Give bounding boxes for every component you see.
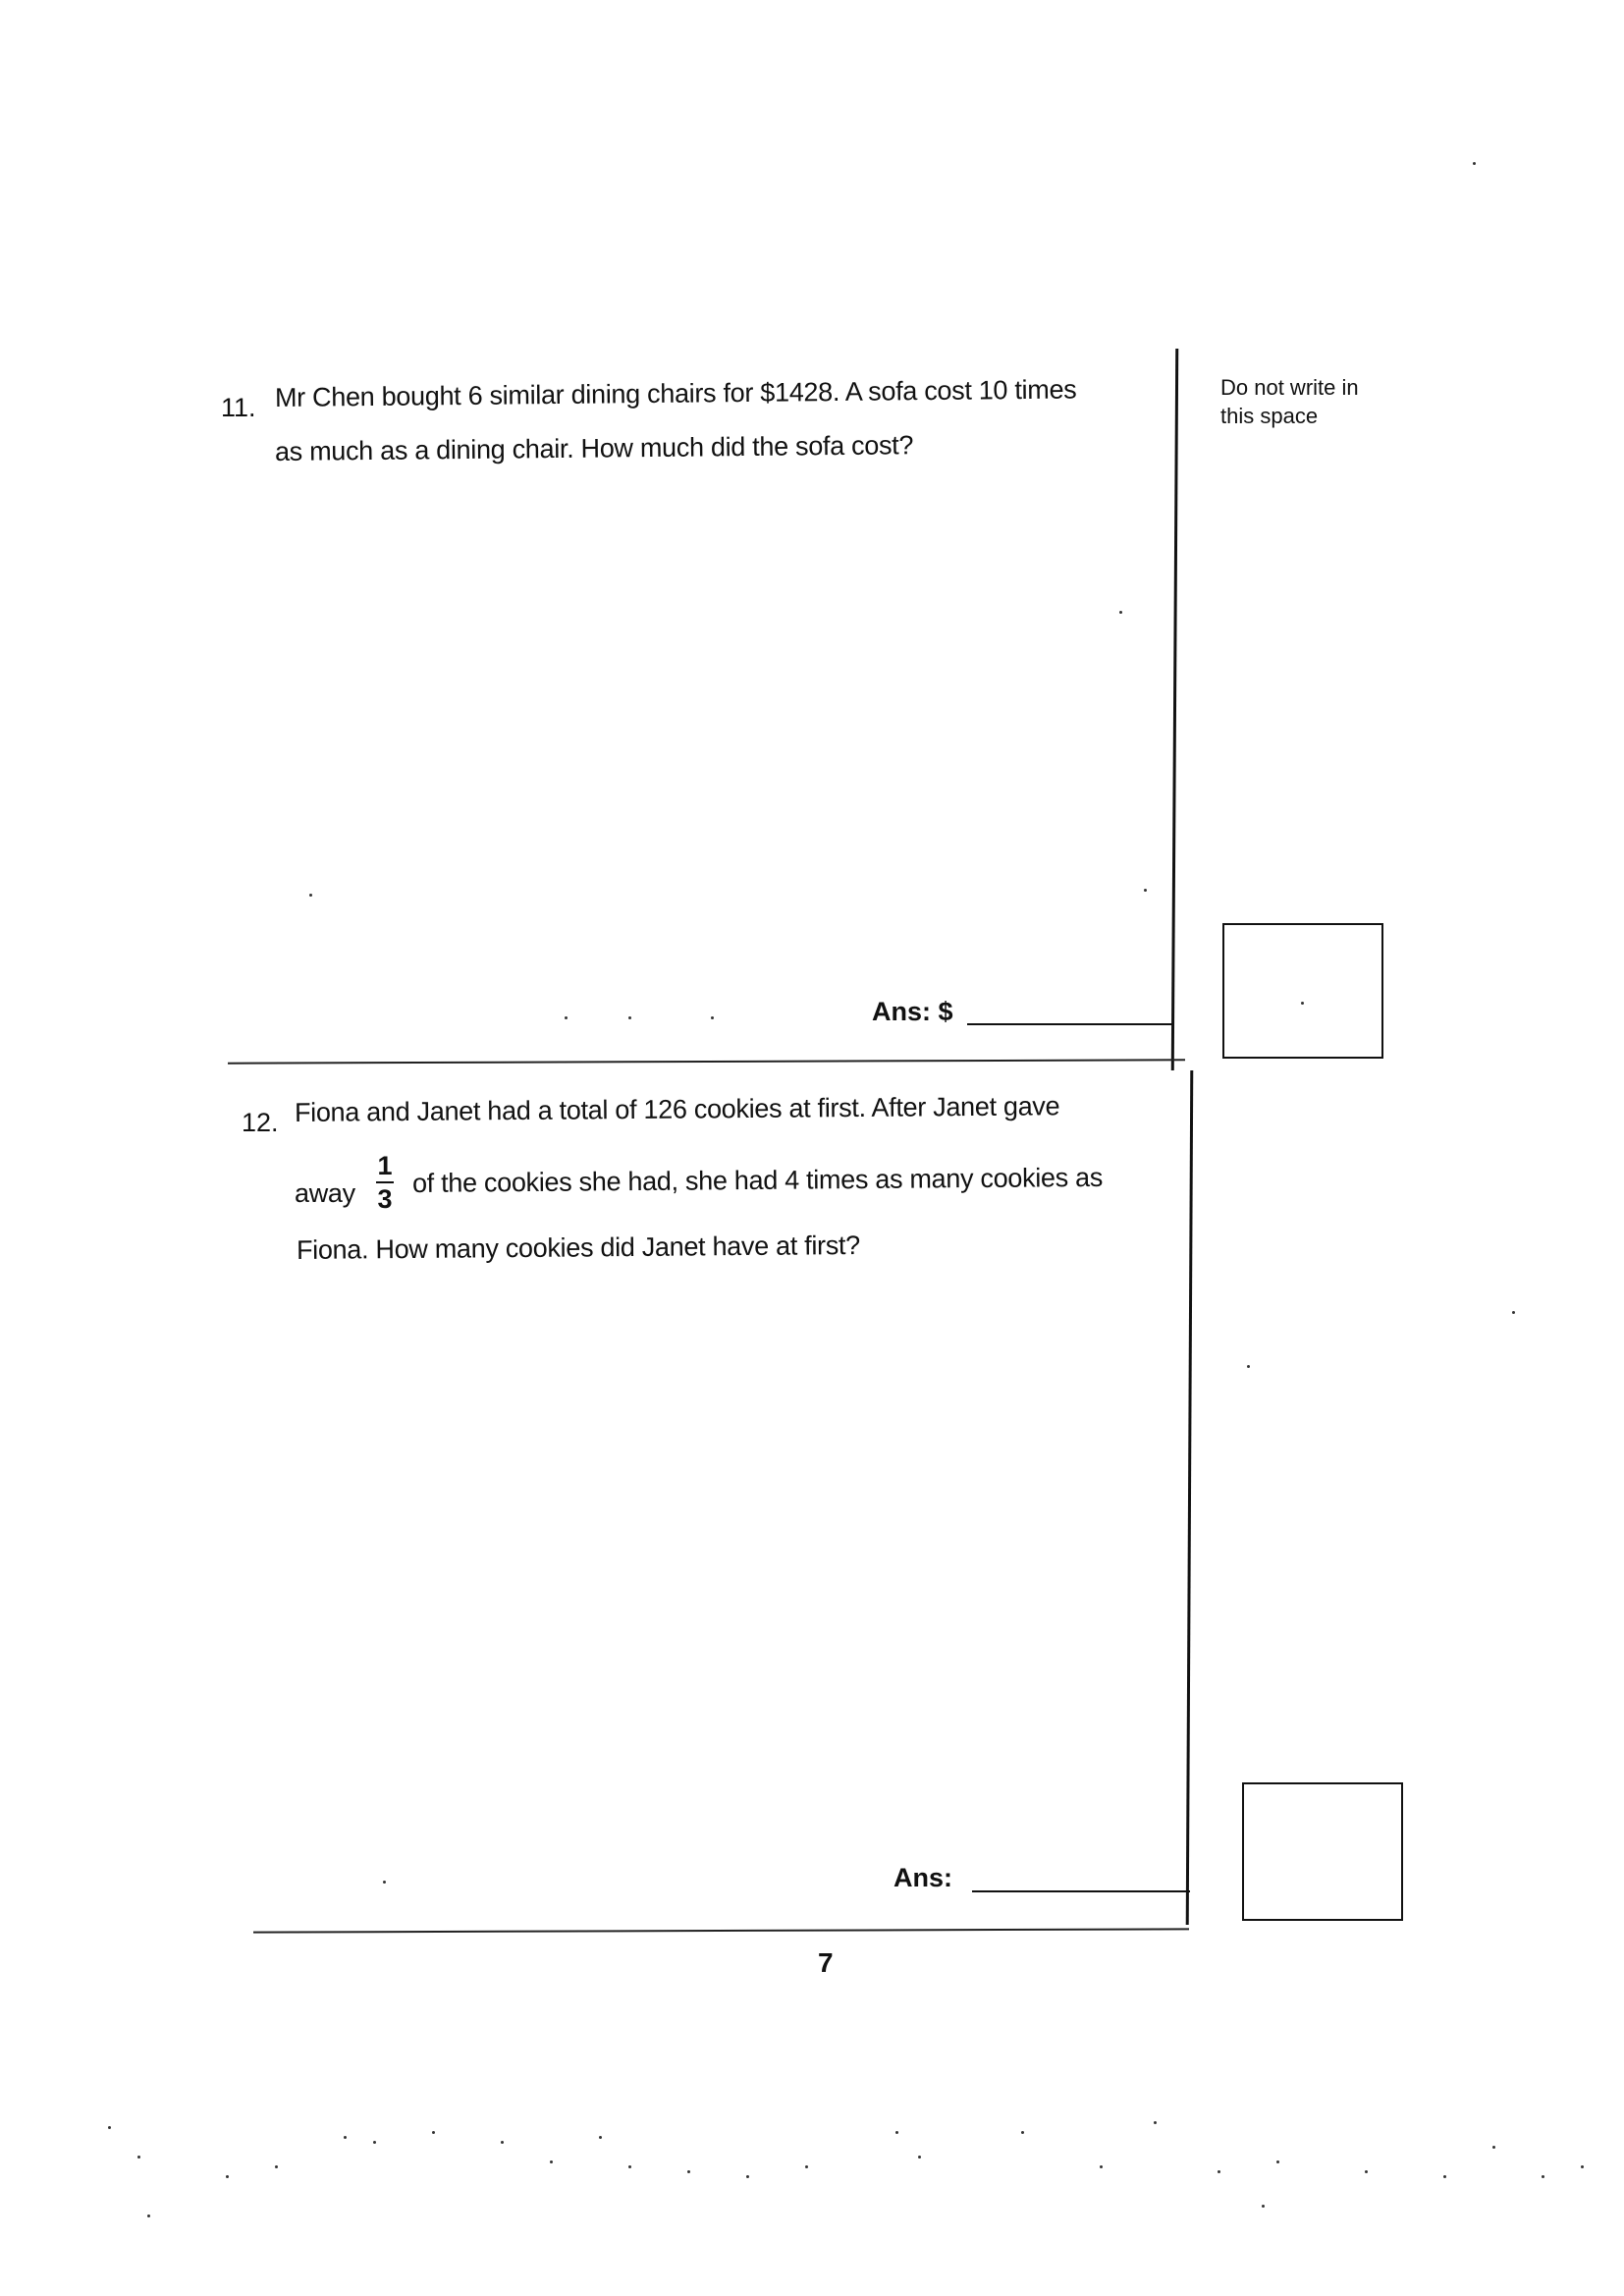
scan-speck bbox=[1144, 889, 1147, 892]
scan-speck bbox=[147, 2214, 150, 2217]
scan-speck bbox=[746, 2175, 749, 2178]
scan-speck bbox=[373, 2141, 376, 2144]
question-11-text-line2: as much as a dining chair. How much did … bbox=[274, 430, 914, 466]
question-11-number: 11. bbox=[221, 393, 256, 422]
fraction-bar bbox=[376, 1181, 394, 1183]
scan-speck bbox=[565, 1016, 568, 1019]
scan-speck bbox=[275, 2165, 278, 2168]
question-12-mark-box[interactable] bbox=[1242, 1782, 1403, 1921]
question-12-text-line2: of the cookies she had, she had 4 times … bbox=[411, 1162, 1104, 1198]
scan-speck bbox=[501, 2141, 504, 2144]
scan-speck bbox=[383, 1881, 386, 1884]
scan-speck bbox=[1154, 2121, 1157, 2124]
scan-speck bbox=[1473, 162, 1476, 165]
scan-speck bbox=[895, 2131, 898, 2134]
fraction-denominator: 3 bbox=[377, 1184, 393, 1214]
margin-divider-line-lower bbox=[1185, 1069, 1194, 1926]
fraction-numerator: 1 bbox=[377, 1151, 393, 1180]
scan-speck bbox=[344, 2136, 347, 2139]
scan-speck bbox=[1492, 2146, 1495, 2149]
scan-speck bbox=[1542, 2175, 1544, 2178]
scan-speck bbox=[1218, 2170, 1220, 2173]
question-12-text-away: away bbox=[295, 1178, 355, 1208]
scan-speck bbox=[1119, 611, 1122, 614]
question-11-answer-label: Ans: $ bbox=[872, 997, 953, 1026]
margin-note: Do not write in this space bbox=[1220, 375, 1359, 428]
scan-speck bbox=[1247, 1365, 1250, 1368]
question-separator bbox=[227, 1059, 1186, 1065]
scan-speck bbox=[1443, 2175, 1446, 2178]
scan-speck bbox=[918, 2156, 921, 2159]
scan-speck bbox=[108, 2126, 111, 2129]
scan-speck bbox=[599, 2136, 602, 2139]
scan-speck bbox=[1581, 2165, 1584, 2168]
margin-divider-line bbox=[1170, 348, 1179, 1071]
bottom-line bbox=[252, 1928, 1190, 1934]
scan-speck bbox=[1276, 2160, 1279, 2163]
scan-speck bbox=[711, 1016, 714, 1019]
scan-speck bbox=[1365, 2170, 1368, 2173]
page-number: 7 bbox=[818, 1947, 834, 1978]
scan-speck bbox=[628, 1016, 631, 1019]
question-12-answer-blank[interactable] bbox=[972, 1890, 1190, 1892]
scan-speck bbox=[1262, 2205, 1265, 2208]
scan-speck bbox=[226, 2175, 229, 2178]
question-12-text-line3: Fiona. How many cookies did Janet have a… bbox=[296, 1230, 861, 1265]
scan-speck bbox=[432, 2131, 435, 2134]
question-12-fraction: 1 3 bbox=[374, 1151, 396, 1214]
scan-speck bbox=[687, 2170, 690, 2173]
question-11-answer-blank[interactable] bbox=[967, 1023, 1173, 1025]
question-11-text-line1: Mr Chen bought 6 similar dining chairs f… bbox=[274, 374, 1077, 412]
question-12-number: 12. bbox=[242, 1108, 279, 1137]
scan-speck bbox=[628, 2165, 631, 2168]
question-12-text-line1: Fiona and Janet had a total of 126 cooki… bbox=[294, 1091, 1060, 1127]
scan-speck bbox=[1100, 2165, 1103, 2168]
scan-speck bbox=[1021, 2131, 1024, 2134]
question-11-mark-box[interactable] bbox=[1222, 923, 1383, 1059]
question-12-answer-label: Ans: bbox=[893, 1863, 952, 1892]
scan-speck bbox=[1301, 1002, 1304, 1005]
scan-speck bbox=[1512, 1311, 1515, 1314]
scan-speck bbox=[805, 2165, 808, 2168]
scan-speck bbox=[550, 2160, 553, 2163]
scan-speck bbox=[309, 894, 312, 897]
scan-speck bbox=[137, 2156, 140, 2159]
